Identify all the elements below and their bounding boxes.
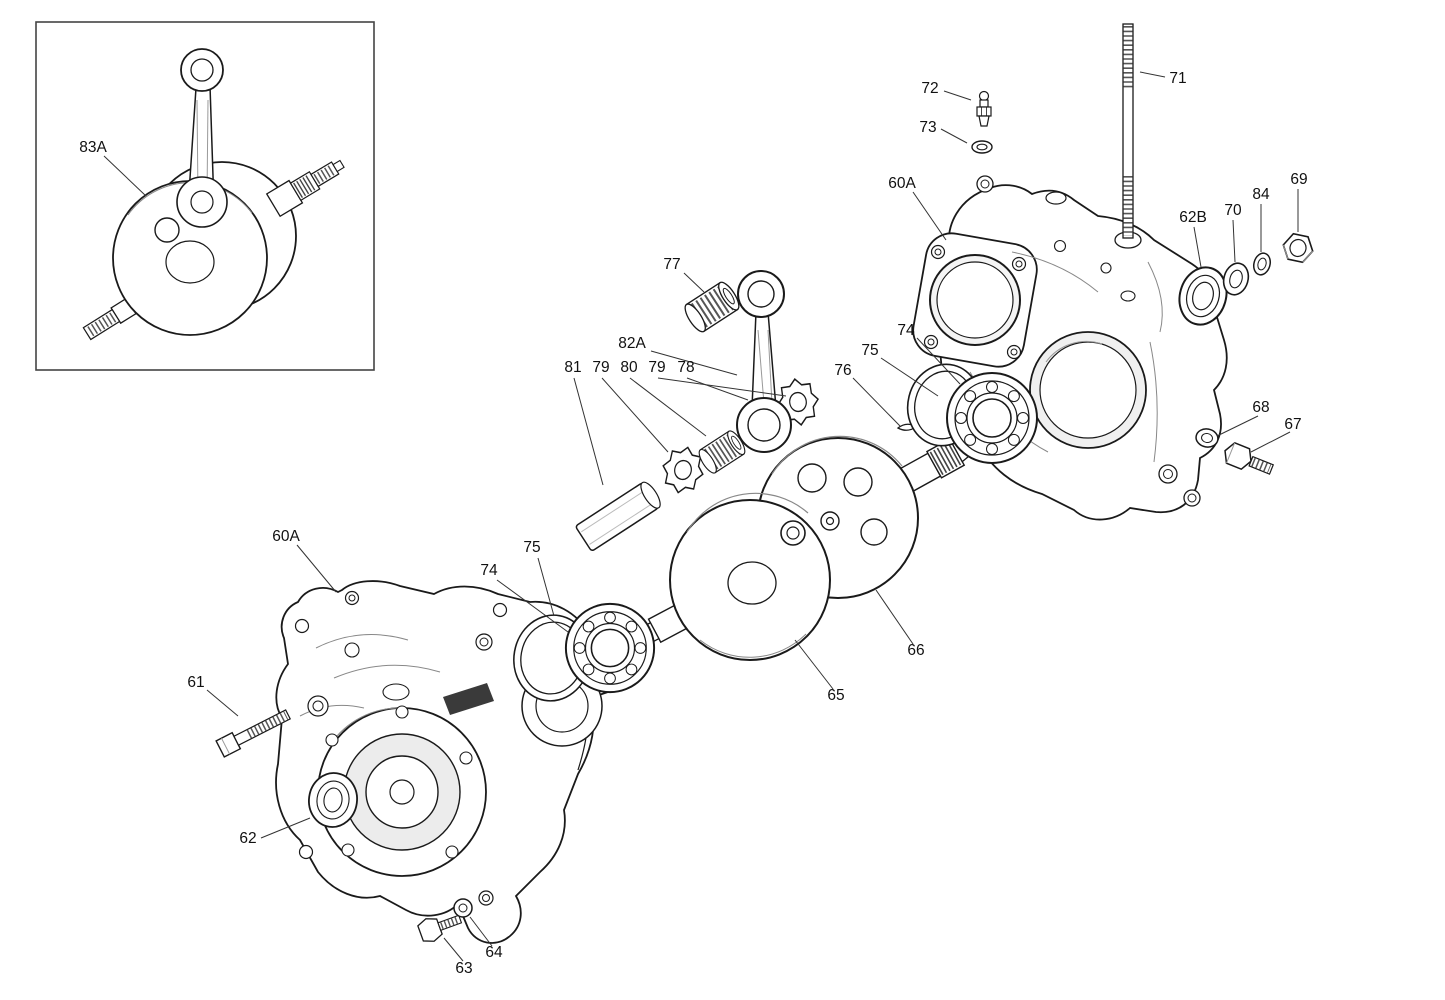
socket-bolt-61 xyxy=(215,709,292,758)
part-label-61: 61 xyxy=(187,674,204,691)
inset-right-shaft xyxy=(265,159,345,218)
hex-bolt-63 xyxy=(417,914,463,942)
needle-bearing-77 xyxy=(684,281,740,333)
part-label-79-right: 79 xyxy=(648,359,665,376)
inset-hub xyxy=(165,240,215,284)
washer-64 xyxy=(453,898,473,918)
flange-bolt-67 xyxy=(1224,441,1275,475)
part-label-77: 77 xyxy=(663,256,680,273)
part-label-74-lower: 74 xyxy=(480,562,498,579)
part-label-62B: 62B xyxy=(1179,209,1207,226)
rubber-plug xyxy=(443,683,494,715)
part-label-78: 78 xyxy=(677,359,694,376)
part-label-76: 76 xyxy=(834,362,851,379)
needle-bearing-80 xyxy=(698,430,746,474)
connecting-rod-78 xyxy=(736,270,792,453)
crank-pin-81 xyxy=(575,481,661,551)
part-label-60A-right: 60A xyxy=(888,175,916,192)
part-label-79-left: 79 xyxy=(592,359,609,376)
washer-70 xyxy=(1222,262,1250,296)
part-label-62: 62 xyxy=(239,830,256,847)
part-label-82A: 82A xyxy=(618,335,646,352)
part-label-74-upper: 74 xyxy=(897,322,915,339)
stud-71 xyxy=(1122,23,1134,239)
part-label-73: 73 xyxy=(919,119,936,136)
part-label-68: 68 xyxy=(1252,399,1269,416)
part-label-80: 80 xyxy=(620,359,638,376)
part-label-66: 66 xyxy=(907,642,924,659)
hex-nut-69 xyxy=(1282,232,1314,264)
part-label-71: 71 xyxy=(1169,70,1186,87)
oil-fitting-72 xyxy=(976,90,992,127)
inset-balance-hole xyxy=(154,217,180,243)
part-label-63: 63 xyxy=(455,960,472,977)
washer-68 xyxy=(1195,428,1219,448)
part-label-75-lower: 75 xyxy=(523,539,540,556)
part-label-75-upper: 75 xyxy=(861,342,878,359)
washer-73 xyxy=(971,140,993,154)
washer-84 xyxy=(1252,252,1272,276)
inset-crankshaft-83A xyxy=(35,21,375,371)
part-label-81: 81 xyxy=(564,359,581,376)
part-label-72: 72 xyxy=(921,80,938,97)
part-label-83A: 83A xyxy=(79,139,107,156)
callout-labels: 83A 72 73 71 60A 62B 70 84 69 77 82A 81 … xyxy=(79,70,1307,977)
part-label-84: 84 xyxy=(1252,186,1270,203)
oil-seal-62B xyxy=(1178,266,1228,326)
oil-seal-62 xyxy=(308,772,358,828)
leader-lines xyxy=(103,71,1299,962)
part-label-67: 67 xyxy=(1284,416,1301,433)
ball-bearing-74-lower xyxy=(564,602,656,694)
part-label-69: 69 xyxy=(1290,171,1307,188)
part-label-65: 65 xyxy=(827,687,844,704)
ball-bearing-74-upper xyxy=(946,372,1038,464)
part-label-60A-left: 60A xyxy=(272,528,300,545)
part-label-64: 64 xyxy=(485,944,503,961)
part-label-70: 70 xyxy=(1224,202,1242,219)
